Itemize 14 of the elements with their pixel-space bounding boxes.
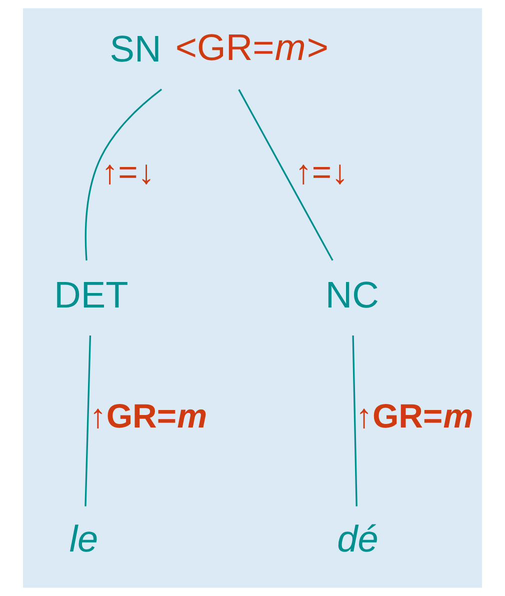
node-text: dé: [337, 518, 378, 560]
edge-label: ↑GR=m: [90, 398, 208, 436]
edge-label: ↑=↓: [101, 154, 155, 192]
node-text: le: [69, 518, 98, 560]
node-text: NC: [325, 273, 379, 316]
connector: [238, 89, 334, 261]
node-label: <GR=m>: [175, 26, 328, 68]
edge-label: ↑GR=m: [356, 398, 474, 436]
connector: [84, 88, 162, 260]
node-text: SN: [110, 28, 162, 70]
connector: [352, 335, 358, 506]
connector: [84, 335, 92, 506]
edge-label: ↑=↓: [295, 154, 348, 192]
node-text: DET: [54, 273, 128, 316]
